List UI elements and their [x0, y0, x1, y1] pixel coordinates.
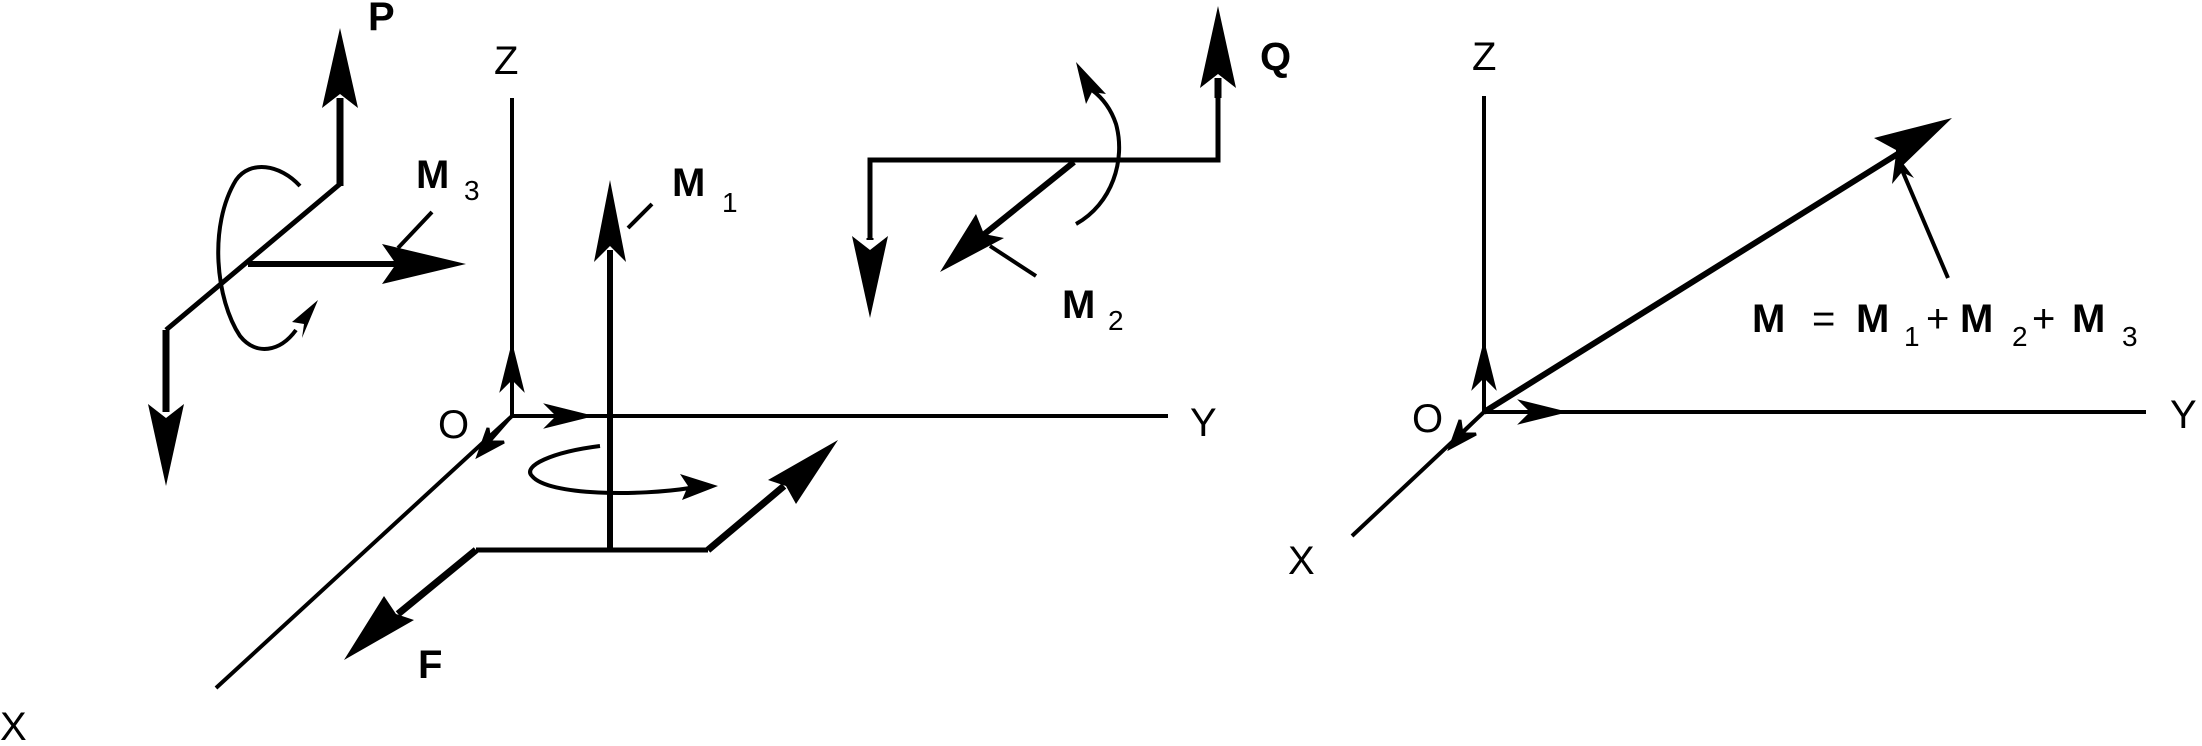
- m2-rotation-arrowhead: [1076, 62, 1106, 104]
- resultant-equation-index3: 3: [2122, 321, 2138, 352]
- resultant-equation-plus2: +: [2032, 297, 2055, 341]
- right-unit-j-head: [1517, 399, 1563, 425]
- p-opposite-force-arrowhead: [148, 404, 184, 486]
- left-figure: Z Y X O P Q F M 1 M 2 M 3: [0, 0, 1291, 746]
- m2-vector-arrowhead: [940, 214, 1004, 272]
- left-unit-i-head: [475, 427, 505, 460]
- m3-label-index: 3: [464, 175, 480, 206]
- resultant-leader-arrowhead: [1892, 154, 1914, 184]
- left-origin-label: O: [438, 403, 469, 447]
- q-couple: [852, 6, 1236, 318]
- m2-moment: [940, 62, 1122, 278]
- m1-rotation-arc: [528, 444, 691, 495]
- resultant-equation-index2: 2: [2012, 321, 2028, 352]
- f-force-arrow: [395, 547, 479, 617]
- p-force-arrowhead: [322, 28, 358, 108]
- m2-rotation-arc: [1075, 88, 1122, 226]
- p-couple: [148, 28, 358, 486]
- m1-label-index: 1: [722, 187, 738, 218]
- left-axis-x-label: X: [0, 705, 27, 746]
- m1-label-symbol: M: [672, 161, 705, 205]
- f-opposite-force-arrow: [705, 483, 787, 553]
- resultant-equation-equals: =: [1812, 297, 1835, 341]
- right-axis-x-label: X: [1288, 539, 1315, 583]
- m2-label-index: 2: [1108, 305, 1124, 336]
- resultant-equation-term1: M: [1856, 297, 1889, 341]
- resultant-equation-plus1: +: [1926, 297, 1949, 341]
- left-axis-y-label: Y: [1190, 401, 1217, 445]
- q-force-label: Q: [1260, 35, 1291, 79]
- q-force-arrowhead: [1200, 6, 1236, 88]
- left-unit-vectors: [475, 347, 589, 460]
- resultant-equation: M = M 1 + M 2 + M 3: [1752, 297, 2138, 352]
- resultant-moment: [1482, 118, 1952, 415]
- resultant-vector-shaft: [1482, 147, 1906, 415]
- m3-leader-line: [396, 210, 434, 250]
- resultant-vector-arrowhead: [1874, 118, 1952, 172]
- right-unit-k-head: [1471, 345, 1497, 391]
- m1-rotation-arrowhead: [680, 474, 718, 500]
- m3-label: M 3: [416, 153, 480, 206]
- f-force-label: F: [418, 643, 442, 687]
- m3-rotation-arc: [216, 165, 302, 351]
- f-opposite-force-arrowhead: [768, 440, 838, 504]
- m3-rotation-arrowhead: [292, 300, 318, 338]
- m2-label: M 2: [1062, 283, 1124, 336]
- m2-vector-shaft: [980, 159, 1076, 239]
- p-force-label: P: [368, 0, 395, 39]
- left-x-axis: [214, 414, 514, 690]
- f-force-arrowhead: [344, 596, 414, 660]
- right-axes: [1350, 96, 2146, 538]
- right-unit-vectors: [1447, 345, 1563, 452]
- right-figure: Z Y X O M = M 1 + M 2 + M 3: [1288, 35, 2197, 583]
- q-opposite-force-arrowhead: [852, 236, 888, 318]
- f-couple: [344, 440, 838, 660]
- left-unit-j-head: [543, 403, 589, 429]
- m1-label: M 1: [672, 161, 738, 218]
- m3-moment: [216, 165, 466, 351]
- m1-moment: [528, 180, 718, 550]
- left-axis-z-label: Z: [494, 39, 518, 83]
- resultant-equation-term2: M: [1960, 297, 1993, 341]
- right-origin-label: O: [1412, 397, 1443, 441]
- left-unit-k-head: [499, 347, 525, 393]
- right-unit-i-head: [1447, 419, 1477, 452]
- resultant-equation-term3: M: [2072, 297, 2105, 341]
- resultant-equation-lhs: M: [1752, 297, 1785, 341]
- m3-vector-arrowhead: [382, 244, 466, 284]
- q-couple-arm: [867, 98, 1221, 238]
- m1-leader-line: [626, 202, 654, 230]
- m1-vector-arrowhead: [594, 180, 626, 262]
- m2-label-symbol: M: [1062, 283, 1095, 327]
- resultant-leader-line: [1900, 169, 1950, 279]
- resultant-equation-index1: 1: [1904, 321, 1920, 352]
- m2-leader-line: [988, 244, 1038, 278]
- right-axis-z-label: Z: [1472, 35, 1496, 79]
- m3-label-symbol: M: [416, 153, 449, 197]
- right-axis-y-label: Y: [2170, 393, 2197, 437]
